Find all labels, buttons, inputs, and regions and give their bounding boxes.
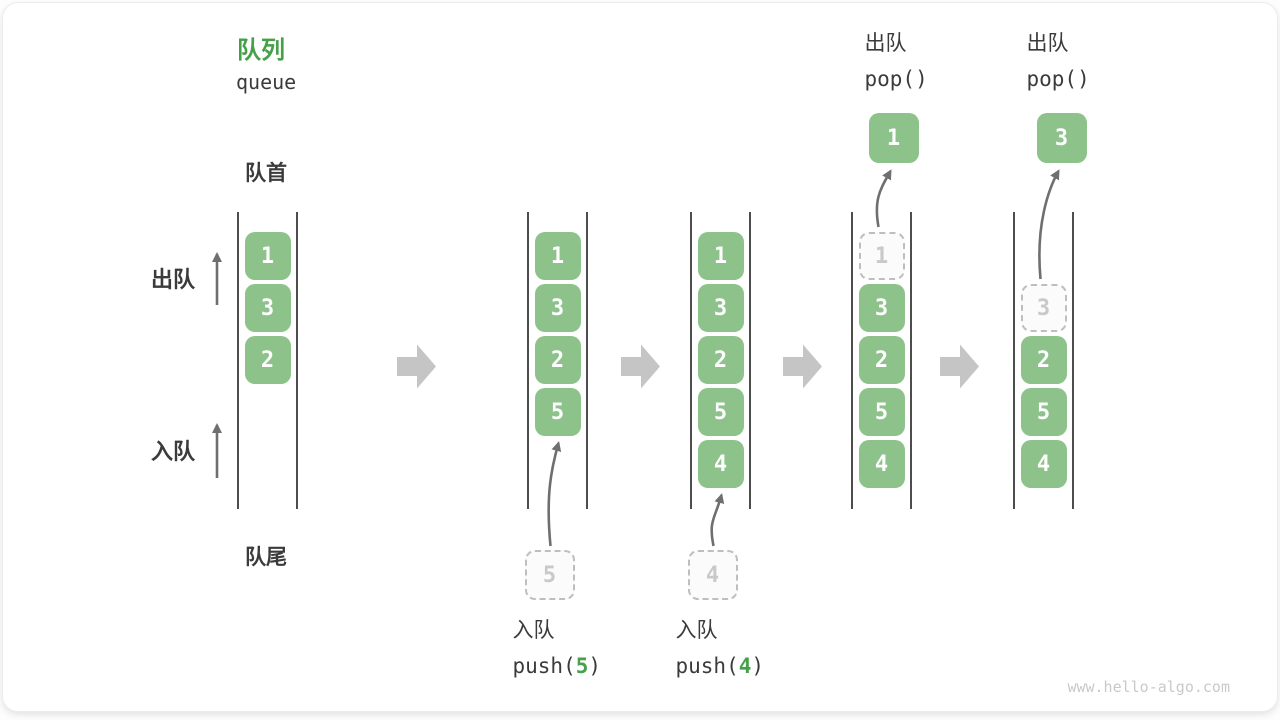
queue-block: 2: [244, 336, 291, 384]
queue-block: 5: [697, 388, 744, 436]
queue-wall-left: [527, 212, 529, 509]
dequeue-side-label: 出队: [151, 267, 196, 292]
queue-block: 1: [534, 232, 581, 280]
push-operation-label: 入队 push(4): [676, 618, 765, 679]
diagram-title: 队列: [237, 37, 285, 64]
queue-block: 5: [858, 388, 905, 436]
pop-operation-label-code: pop(): [864, 67, 928, 91]
pop-operation-label-zh: 出队: [1026, 32, 1069, 55]
push-operation-label-arg: 4: [738, 654, 752, 678]
enqueue-side-label: 入队: [151, 439, 196, 464]
queue-block: 5: [534, 388, 581, 436]
queue-slot-dashed: 1: [858, 232, 905, 280]
push-operation-label: 入队 push(5): [513, 618, 602, 679]
queue-block: 1: [244, 232, 291, 280]
queue-block: 2: [1020, 336, 1067, 384]
queue-slot-dashed: 3: [1020, 284, 1067, 332]
push-operation-label-zh: 入队: [675, 619, 718, 642]
queue-wall-right: [1072, 212, 1074, 509]
queue-wall-right: [586, 212, 588, 509]
enqueue-source-element: 5: [524, 550, 575, 600]
watermark: www.hello-algo.com: [1067, 678, 1230, 696]
queue-block: 3: [697, 284, 744, 332]
queue-wall-left: [1013, 212, 1015, 509]
queue-wall-right: [910, 212, 912, 509]
queue-front-label: 队首: [245, 162, 287, 185]
queue-block: 2: [858, 336, 905, 384]
queue-wall-right: [749, 212, 751, 509]
queue-block: 5: [1020, 388, 1067, 436]
pop-operation-label: 出队 pop(): [865, 31, 928, 92]
pop-operation-label-code: pop(): [1026, 67, 1090, 91]
pop-operation-label-zh: 出队: [864, 32, 907, 55]
queue-block: 3: [244, 284, 291, 332]
popped-element: 3: [1036, 113, 1087, 163]
push-operation-label-code: push(5): [512, 654, 602, 678]
queue-block: 4: [697, 440, 744, 488]
queue-block: 4: [858, 440, 905, 488]
queue-block: 3: [858, 284, 905, 332]
push-operation-label-zh: 入队: [512, 619, 555, 642]
enqueue-source-element: 4: [687, 550, 738, 600]
queue-block: 3: [534, 284, 581, 332]
queue-wall-left: [690, 212, 692, 509]
diagram-subtitle: queue: [236, 70, 297, 94]
queue-block: 4: [1020, 440, 1067, 488]
queue-rear-label: 队尾: [245, 546, 287, 569]
queue-block: 2: [697, 336, 744, 384]
queue-wall-left: [851, 212, 853, 509]
queue-wall-left: [237, 212, 239, 509]
push-operation-label-code: push(4): [675, 654, 765, 678]
queue-block: 2: [534, 336, 581, 384]
push-operation-label-arg: 5: [575, 654, 589, 678]
popped-element: 1: [868, 113, 919, 163]
queue-block: 1: [697, 232, 744, 280]
queue-wall-right: [296, 212, 298, 509]
pop-operation-label: 出队 pop(): [1027, 31, 1090, 92]
